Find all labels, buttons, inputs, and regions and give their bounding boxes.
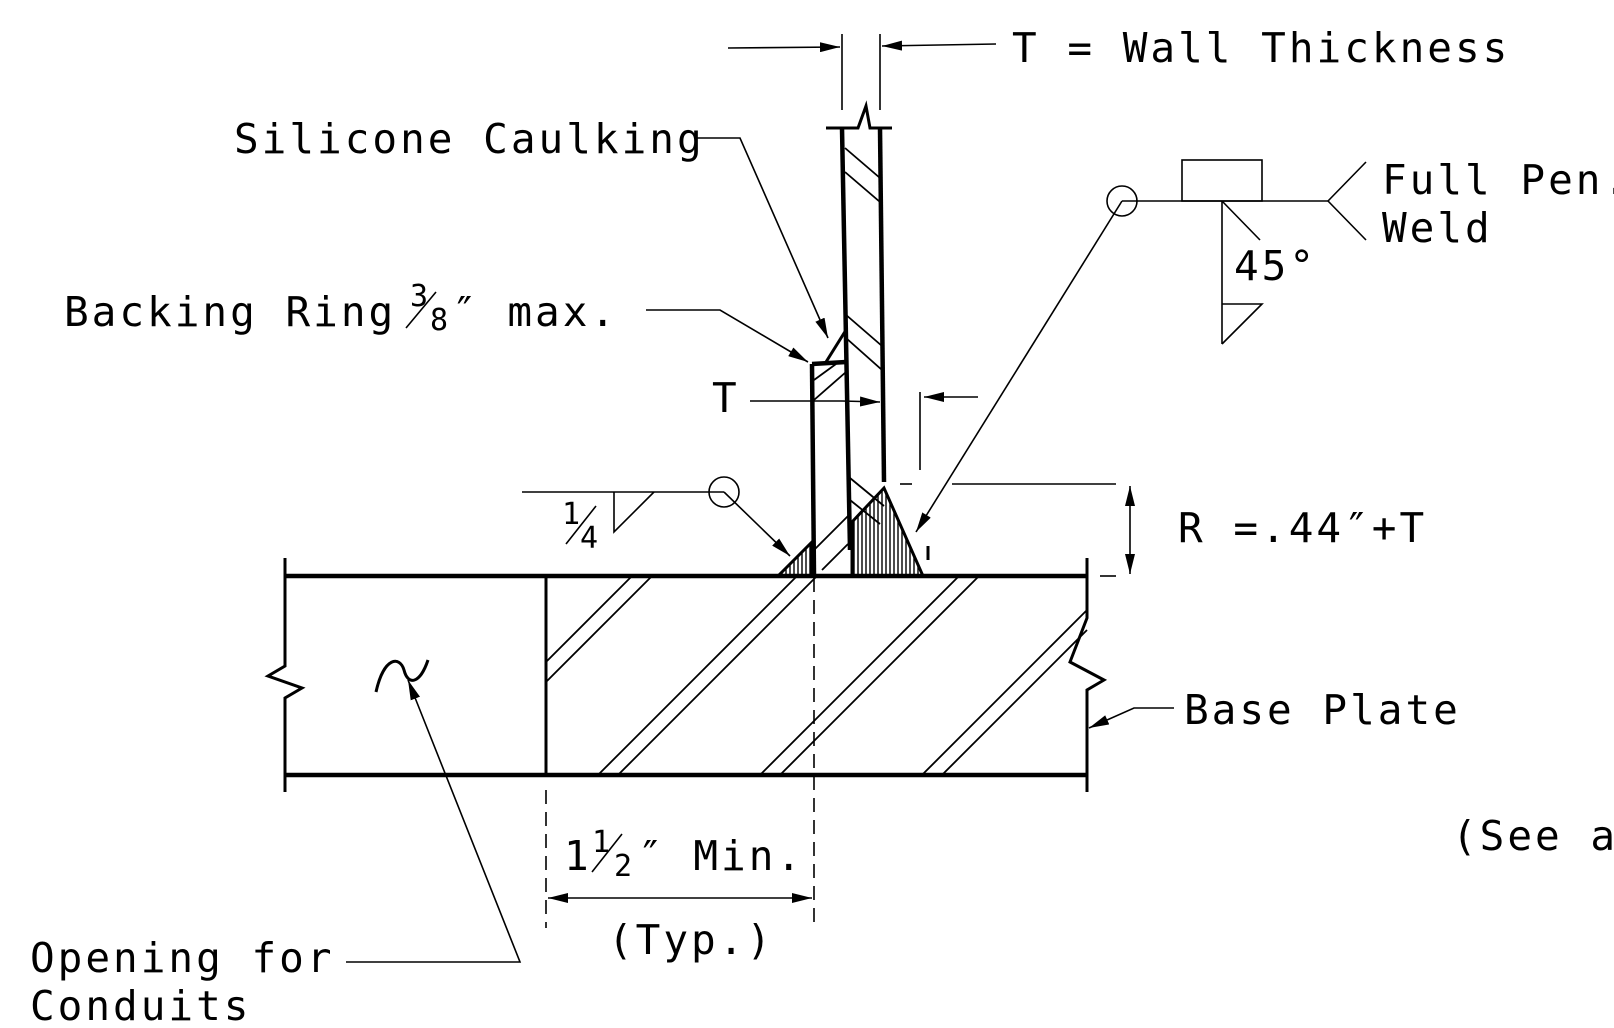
base-plate-hatching bbox=[545, 575, 1088, 776]
base-plate-label: Base Plate bbox=[1184, 686, 1461, 734]
min-whole: 1 bbox=[564, 832, 592, 880]
conduit-opening-symbol bbox=[374, 659, 430, 693]
fillet-weld bbox=[774, 538, 814, 578]
backing-ring-fraction-den: 8 bbox=[430, 303, 448, 338]
base-plate-leader bbox=[1088, 707, 1174, 729]
fillet-weld-symbol bbox=[522, 476, 791, 557]
typ-label: (Typ.) bbox=[608, 916, 774, 964]
t-dimension-label: T bbox=[712, 374, 740, 422]
base-plate bbox=[264, 558, 1108, 928]
full-pen-weld-symbol bbox=[915, 159, 1367, 533]
silicone-caulking-leader bbox=[696, 137, 829, 339]
backing-ring-label: Backing Ring bbox=[64, 288, 396, 336]
wall-thickness-label: T = Wall Thickness bbox=[1012, 24, 1510, 72]
angle-label: 45° bbox=[1234, 242, 1317, 290]
full-pen-label-line1: Full Pen. bbox=[1382, 156, 1614, 204]
backing-ring-suffix: ″ max. bbox=[452, 288, 618, 336]
r-dimension bbox=[900, 483, 1135, 577]
r-dimension-label: R =.44″+T bbox=[1178, 504, 1427, 552]
min-suffix: ″ Min. bbox=[638, 832, 804, 880]
opening-label-line2: Conduits bbox=[30, 982, 251, 1028]
right-break-line bbox=[1068, 558, 1108, 792]
full-pen-weld bbox=[850, 485, 926, 578]
wall-thickness-dimension bbox=[727, 40, 997, 53]
fillet-size-den: 4 bbox=[580, 521, 598, 556]
backing-ring bbox=[809, 329, 849, 577]
full-pen-label-line2: Weld bbox=[1382, 204, 1493, 252]
opening-leader bbox=[346, 679, 522, 963]
min-fraction-den: 2 bbox=[614, 849, 632, 884]
pipe-break-symbol bbox=[826, 100, 892, 130]
backing-ring-leader bbox=[646, 309, 809, 363]
backing-ring-fraction-num: 3 bbox=[410, 279, 428, 314]
opening-label-line1: Opening for bbox=[30, 934, 335, 982]
pipe-wall bbox=[826, 34, 892, 551]
fillet-size-num: 1 bbox=[562, 497, 580, 532]
left-break-line bbox=[264, 558, 306, 792]
silicone-caulking-label: Silicone Caulking bbox=[234, 115, 705, 163]
min-fraction-num: 1 bbox=[592, 825, 610, 860]
see-also-note: (See al bbox=[1452, 812, 1614, 860]
